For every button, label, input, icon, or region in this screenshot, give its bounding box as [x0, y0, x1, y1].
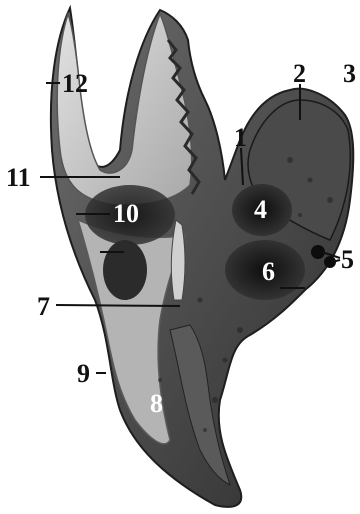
label-2: 2 [293, 59, 306, 88]
leader-7 [56, 305, 180, 306]
label-6: 6 [262, 257, 275, 286]
label-3: 3 [343, 59, 356, 88]
label-7: 7 [37, 292, 50, 321]
label-9: 9 [77, 359, 90, 388]
label-12: 12 [62, 69, 88, 98]
label-1: 1 [234, 123, 247, 152]
label-5: 5 [341, 245, 354, 274]
label-11: 11 [6, 163, 31, 192]
label-8: 8 [150, 389, 163, 418]
label-4: 4 [254, 195, 267, 224]
cavity-7-region [103, 240, 147, 300]
label-10: 10 [113, 199, 139, 228]
